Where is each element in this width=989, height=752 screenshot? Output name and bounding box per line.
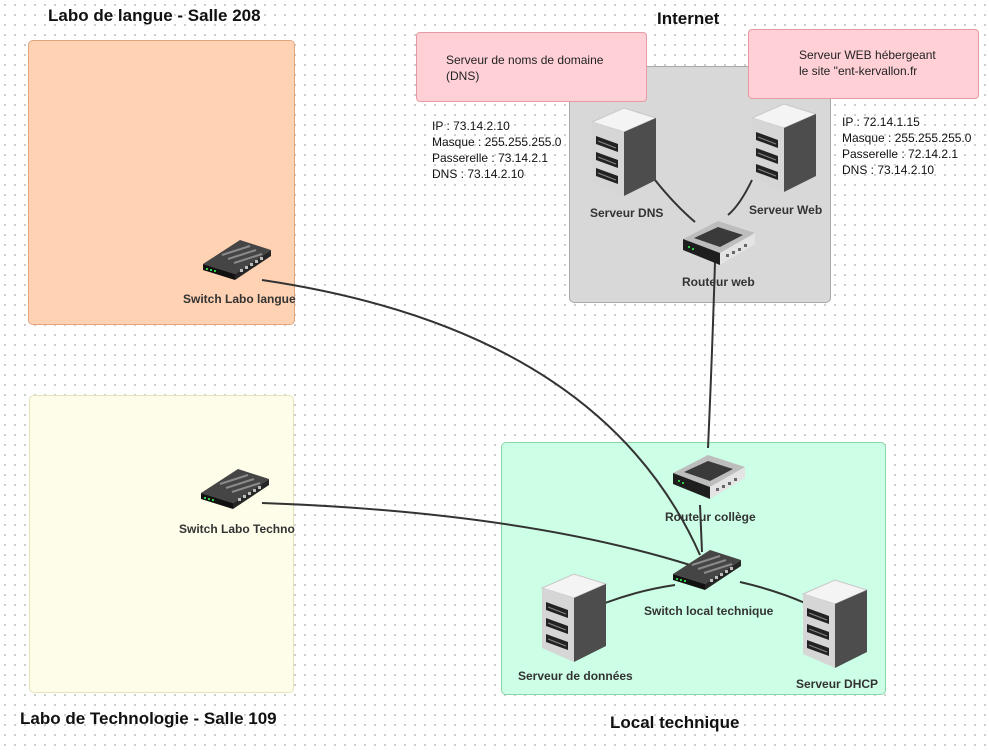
label-serveur-web: Serveur Web bbox=[749, 203, 823, 217]
link-local-dhcp bbox=[739, 581, 806, 604]
note-dns: Serveur de noms de domaine (DNS) bbox=[416, 32, 647, 102]
ip-web-passerelle: Passerelle : 72.14.2.1 bbox=[842, 147, 959, 161]
ip-web-ip: IP : 72.14.1.15 bbox=[842, 115, 920, 129]
zone-title-internet: Internet bbox=[657, 9, 720, 28]
ip-config-web: IP : 72.14.1.15 Masque : 255.255.255.0 P… bbox=[842, 114, 971, 178]
ip-config-dns: IP : 73.14.2.10 Masque : 255.255.255.0 P… bbox=[432, 118, 561, 182]
note-dns-line-2: (DNS) bbox=[446, 69, 480, 83]
ip-dns-masque: Masque : 255.255.255.0 bbox=[432, 135, 562, 149]
note-web-line-1: Serveur WEB hébergeant bbox=[799, 48, 936, 62]
link-langue-local bbox=[261, 279, 701, 556]
label-switch-langue: Switch Labo langue bbox=[183, 292, 296, 306]
router-icon bbox=[673, 455, 745, 499]
router-icon bbox=[683, 221, 755, 265]
link-dns-routeurweb bbox=[654, 179, 696, 223]
label-serveur-donnees: Serveur de données bbox=[518, 669, 633, 683]
link-college-local bbox=[699, 504, 703, 553]
zone-title-local-technique: Local technique bbox=[610, 713, 740, 732]
label-serveur-dhcp: Serveur DHCP bbox=[796, 677, 879, 691]
zone-labo-langue bbox=[28, 40, 295, 325]
server-icon bbox=[540, 573, 608, 662]
switch-icon bbox=[203, 240, 271, 280]
switch-icon bbox=[673, 550, 741, 590]
link-techno-local bbox=[261, 502, 691, 566]
ip-dns-ip: IP : 73.14.2.10 bbox=[432, 119, 510, 133]
ip-web-masque: Masque : 255.255.255.0 bbox=[842, 131, 972, 145]
server-icon bbox=[590, 107, 658, 196]
note-web-line-2: le site "ent-kervallon.fr bbox=[799, 64, 918, 78]
note-dns-line-1: Serveur de noms de domaine bbox=[446, 53, 604, 67]
label-routeur-web: Routeur web bbox=[682, 275, 755, 289]
label-routeur-college: Routeur collège bbox=[665, 510, 756, 524]
server-icon bbox=[750, 103, 818, 192]
ip-web-dns: DNS : 73.14.2.10 bbox=[842, 163, 935, 177]
zone-labo-techno bbox=[29, 395, 294, 693]
label-switch-local: Switch local technique bbox=[644, 604, 774, 618]
label-serveur-dns: Serveur DNS bbox=[590, 206, 664, 220]
switch-icon bbox=[201, 469, 269, 509]
label-switch-techno: Switch Labo Techno bbox=[179, 522, 295, 536]
ip-dns-passerelle: Passerelle : 73.14.2.1 bbox=[432, 151, 549, 165]
server-icon bbox=[801, 579, 869, 668]
link-local-donnees bbox=[604, 584, 676, 604]
link-web-routeurweb bbox=[727, 179, 753, 216]
zone-title-labo-techno: Labo de Technologie - Salle 109 bbox=[20, 709, 277, 728]
zone-title-labo-langue: Labo de langue - Salle 208 bbox=[48, 6, 261, 25]
note-web: Serveur WEB hébergeant le site "ent-kerv… bbox=[748, 29, 979, 99]
link-routeurweb-college bbox=[707, 261, 716, 449]
ip-dns-dns: DNS : 73.14.2.10 bbox=[432, 167, 525, 181]
